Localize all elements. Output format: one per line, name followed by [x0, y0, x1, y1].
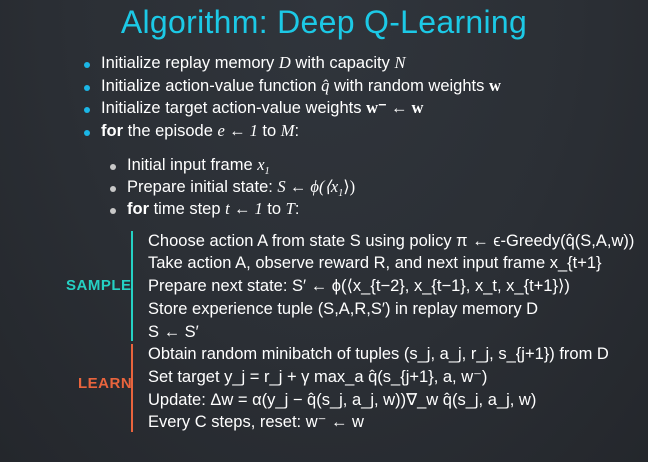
learn-line-set-target: Set target y_j = r_j + γ max_a q̂(s_{j+1…	[148, 368, 488, 386]
bullet-dot	[84, 85, 90, 91]
learn-bracket	[131, 344, 133, 432]
bullet-dot	[110, 164, 116, 170]
bullet-initial-state: Prepare initial state: S ← ϕ(⟨x1⟩)	[127, 177, 356, 199]
bullet-dot	[84, 130, 90, 136]
bullet-for-timestep: for time step t ← 1 to T:	[127, 199, 300, 218]
sample-line-take-action: Take action A, observe reward R, and nex…	[148, 254, 602, 272]
sample-line-choose-action: Choose action A from state S using polic…	[148, 232, 635, 250]
learn-line-reset: Every C steps, reset: w⁻ ← w	[148, 413, 364, 431]
bullet-for-episode: for the episode e ← 1 to M:	[101, 121, 300, 140]
sample-line-next-state: Prepare next state: S′ ← ϕ(⟨x_{t−2}, x_{…	[148, 277, 570, 295]
bullet-action-value: Initialize action-value function q̂ with…	[101, 76, 501, 95]
sample-line-state-update: S ← S′	[148, 323, 199, 341]
sample-line-store-tuple: Store experience tuple (S,A,R,S′) in rep…	[148, 300, 539, 318]
bullet-dot	[84, 107, 90, 113]
bullet-dot	[84, 62, 90, 68]
learn-line-update: Update: Δw = α(y_j − q̂(s_j, a_j, w))∇_w…	[148, 391, 537, 409]
bullet-dot	[110, 186, 116, 192]
learn-line-minibatch: Obtain random minibatch of tuples (s_j, …	[148, 345, 609, 363]
bullet-initial-frame: Initial input frame x1	[127, 155, 270, 177]
bullet-target-weights: Initialize target action-value weights w…	[101, 98, 424, 117]
sample-bracket	[131, 231, 133, 341]
sample-label: SAMPLE	[66, 277, 132, 294]
bullet-dot	[110, 208, 116, 214]
learn-label: LEARN	[78, 375, 133, 392]
page-title: Algorithm: Deep Q-Learning	[120, 4, 528, 40]
bullet-replay-memory: Initialize replay memory D with capacity…	[101, 53, 406, 72]
